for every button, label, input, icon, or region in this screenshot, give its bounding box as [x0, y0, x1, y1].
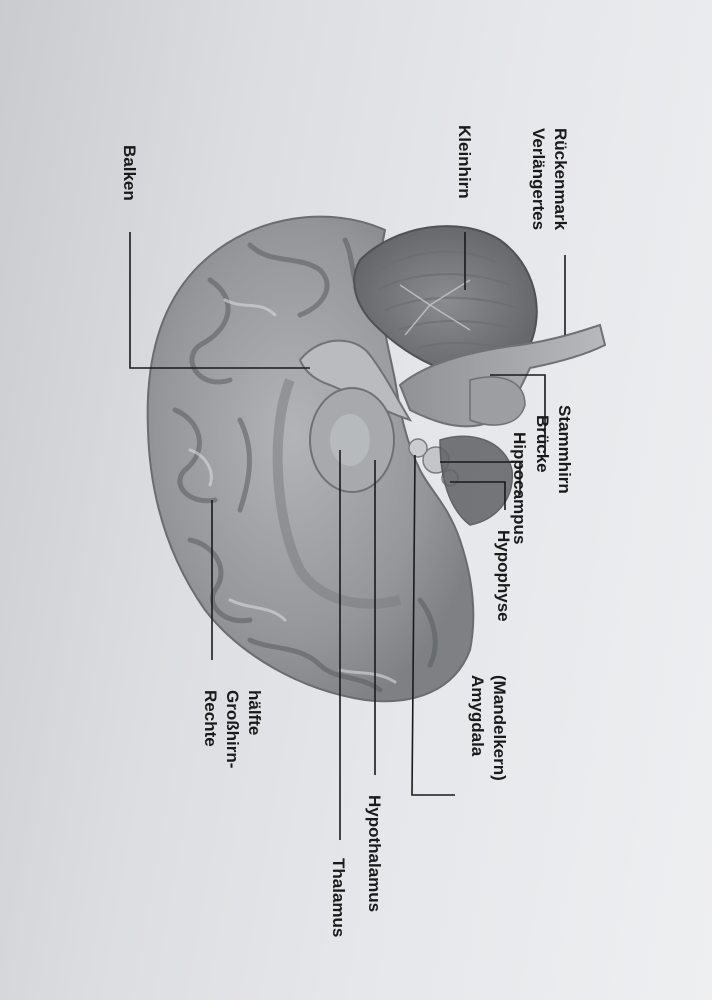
limbic-arc	[272, 378, 402, 609]
label-rechte: Rechte	[201, 690, 220, 747]
pons-shape	[469, 376, 526, 426]
label-hypothalamus: Hypothalamus	[365, 795, 384, 912]
leader-bruecke-stammhirn	[490, 374, 546, 455]
label-verlaengertes: Verlängertes	[529, 128, 548, 230]
temporal-lobe-underside	[439, 435, 513, 526]
thalamus-core	[330, 414, 370, 466]
leader-hypophyse	[450, 481, 506, 510]
cerebrum-outline	[146, 215, 475, 703]
label-bruecke: Brücke	[533, 415, 552, 473]
label-haelfte: hälfte	[245, 690, 264, 735]
leader-lines	[129, 232, 566, 840]
label-rueckenmark: Rückenmark	[551, 128, 570, 231]
labels: Balken Kleinhirn Verlängertes Rückenmark…	[120, 125, 574, 937]
corpus-callosum	[298, 339, 413, 422]
label-hippocampus: Hippocampus	[510, 432, 529, 544]
leader-amygdala	[411, 454, 455, 796]
label-amygdala: Amygdala	[468, 675, 487, 757]
label-stammhirn: Stammhirn	[555, 405, 574, 494]
label-mandelkern: (Mandelkern)	[490, 675, 509, 781]
leader-balken	[129, 232, 310, 369]
amygdala-shape	[408, 438, 428, 458]
leader-hippocampus	[440, 461, 521, 495]
label-balken: Balken	[120, 145, 139, 201]
label-hypophyse: Hypophyse	[494, 530, 513, 622]
label-grosshirn: Großhirn-	[223, 690, 242, 768]
label-thalamus: Thalamus	[329, 858, 348, 937]
cerebrum	[146, 215, 475, 703]
label-kleinhirn: Kleinhirn	[455, 125, 474, 199]
